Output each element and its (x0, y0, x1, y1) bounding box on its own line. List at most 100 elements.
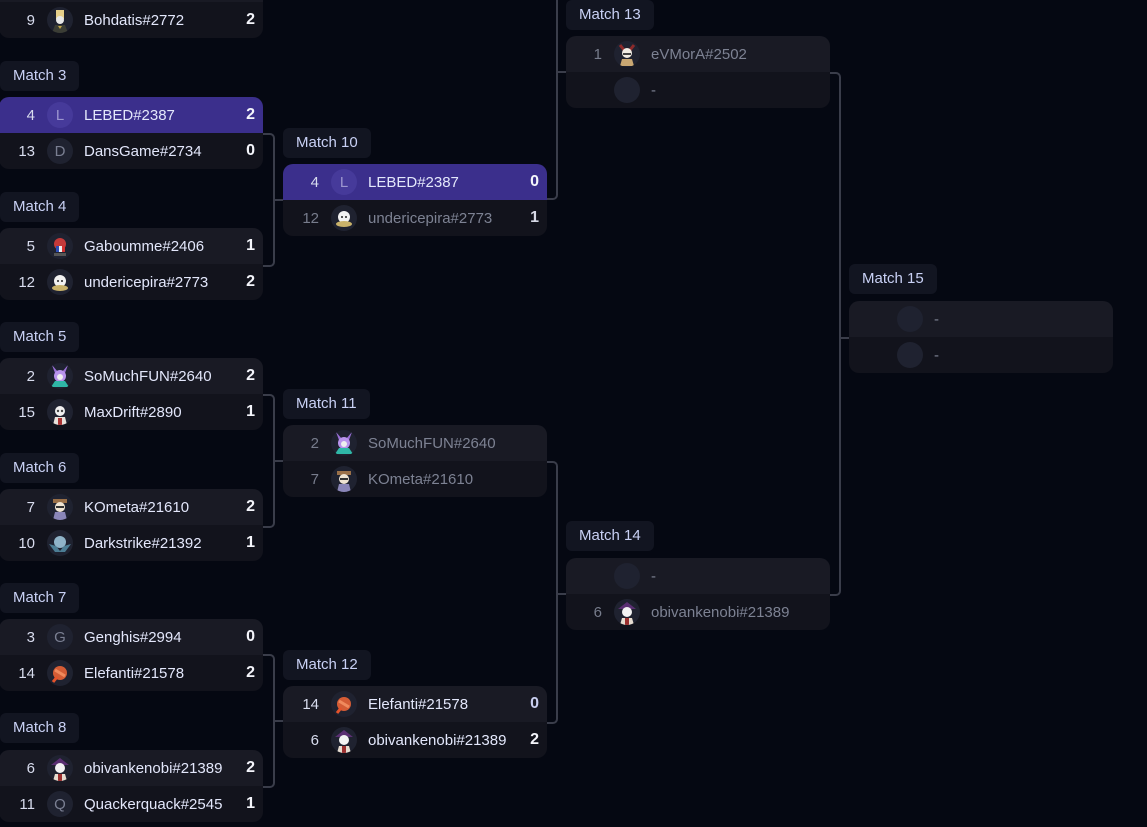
player-row-empty[interactable]: - (849, 301, 1113, 337)
match-card[interactable]: 3 G Genghis#2994 0 14 Elefanti#21578 2 (0, 619, 263, 691)
player-name: KOmeta#21610 (84, 498, 190, 516)
player-row[interactable]: 7 KOmeta#21610 (283, 461, 547, 497)
score: 2 (246, 11, 255, 28)
player-name: LEBED#2387 (368, 173, 459, 191)
match-card[interactable]: 5 Gaboumme#2406 1 12 undericepira#2773 2 (0, 228, 263, 300)
match-card-partial[interactable]: 9 Bohdatis#2772 2 (0, 0, 263, 38)
initial-avatar-icon: D (47, 138, 73, 164)
player-name: - (934, 310, 939, 328)
player-row[interactable]: 6 obivankenobi#21389 2 (283, 722, 547, 758)
player-row[interactable]: 14 Elefanti#21578 0 (283, 686, 547, 722)
player-name: obivankenobi#21389 (368, 731, 507, 749)
player-row[interactable]: 6 obivankenobi#21389 (566, 594, 830, 630)
player-name: obivankenobi#21389 (84, 759, 223, 777)
seed: 13 (18, 142, 35, 160)
score: 2 (246, 759, 255, 776)
player-row[interactable]: 10 Darkstrike#21392 1 (0, 525, 263, 561)
match-card[interactable]: 1 eVMorA#2502 - (566, 36, 830, 108)
obivankenobi-avatar-icon (331, 727, 357, 753)
score: 2 (246, 498, 255, 515)
seed: 6 (310, 731, 319, 749)
score: 1 (530, 209, 539, 226)
player-row[interactable]: 13 D DansGame#2734 0 (0, 133, 263, 169)
match-card[interactable]: - 6 obivankenobi#21389 (566, 558, 830, 630)
connector-to-m10 (273, 199, 283, 201)
player-row-winner[interactable]: 4 L LEBED#2387 2 (0, 97, 263, 133)
score: 0 (246, 628, 255, 645)
match-card[interactable]: 7 KOmeta#21610 2 10 Darkstrike#21392 1 (0, 489, 263, 561)
player-name: Bohdatis#2772 (84, 11, 185, 29)
match-card[interactable]: 2 SoMuchFUN#2640 2 15 MaxDrift#2890 1 (0, 358, 263, 430)
player-row-empty[interactable]: - (566, 558, 830, 594)
score: 0 (530, 695, 539, 712)
player-row[interactable]: 3 G Genghis#2994 0 (0, 619, 263, 655)
player-row[interactable]: 15 MaxDrift#2890 1 (0, 394, 263, 430)
match-card[interactable]: 2 SoMuchFUN#2640 7 KOmeta#21610 (283, 425, 547, 497)
match-card-final[interactable]: - - (849, 301, 1113, 373)
player-row[interactable]: 1 eVMorA#2502 (566, 36, 830, 72)
match-card[interactable]: 4 L LEBED#2387 2 13 D DansGame#2734 0 (0, 97, 263, 169)
seed: 9 (26, 11, 35, 29)
player-row-empty[interactable]: - (566, 72, 830, 108)
seed: 14 (302, 695, 319, 713)
connector-to-m13 (556, 71, 566, 73)
player-row[interactable]: 5 Gaboumme#2406 1 (0, 228, 263, 264)
player-row[interactable]: 7 KOmeta#21610 2 (0, 489, 263, 525)
player-row[interactable]: 14 Elefanti#21578 2 (0, 655, 263, 691)
player-row-winner[interactable]: 4 L LEBED#2387 0 (283, 164, 547, 200)
seed: 6 (593, 603, 602, 621)
player-row-empty[interactable]: - (849, 337, 1113, 373)
player-name: undericepira#2773 (84, 273, 209, 291)
match-label: Match 4 (0, 192, 80, 222)
match-label: Match 5 (0, 322, 80, 352)
match-label: Match 10 (283, 128, 371, 158)
connector-m11-m12 (546, 461, 558, 724)
connector-m9-m10 (546, 0, 558, 200)
initial-avatar-icon: L (47, 102, 73, 128)
match-card[interactable]: 14 Elefanti#21578 0 6 obivankenobi#21389… (283, 686, 547, 758)
player-row[interactable]: 2 SoMuchFUN#2640 2 (0, 358, 263, 394)
player-name: - (651, 81, 656, 99)
player-name: - (651, 567, 656, 585)
player-name: - (934, 346, 939, 364)
player-name: KOmeta#21610 (368, 470, 474, 488)
empty-avatar-icon (614, 77, 640, 103)
initial-avatar-icon: Q (47, 791, 73, 817)
evmora-avatar-icon (614, 41, 640, 67)
seed: 5 (26, 237, 35, 255)
player-name: Gaboumme#2406 (84, 237, 205, 255)
match-card[interactable]: 6 obivankenobi#21389 2 11 Q Quackerquack… (0, 750, 263, 822)
initial-avatar-icon: L (331, 169, 357, 195)
player-name: LEBED#2387 (84, 106, 175, 124)
undericepira-avatar-icon (47, 269, 73, 295)
elefanti-avatar-icon (47, 660, 73, 686)
bohdatis-avatar-icon (47, 7, 73, 33)
player-row[interactable] (0, 0, 263, 2)
player-row[interactable]: 6 obivankenobi#21389 2 (0, 750, 263, 786)
elefanti-avatar-icon (331, 691, 357, 717)
player-row[interactable]: 11 Q Quackerquack#2545 1 (0, 786, 263, 822)
seed: 7 (26, 498, 35, 516)
player-name: Elefanti#21578 (368, 695, 469, 713)
somuchfun-avatar-icon (331, 430, 357, 456)
obivankenobi-avatar-icon (47, 755, 73, 781)
player-name: obivankenobi#21389 (651, 603, 790, 621)
player-name: Quackerquack#2545 (84, 795, 223, 813)
score: 1 (246, 403, 255, 420)
player-name: DansGame#2734 (84, 142, 202, 160)
player-name: Elefanti#21578 (84, 664, 185, 682)
connector-to-m11 (273, 460, 283, 462)
player-name: Genghis#2994 (84, 628, 182, 646)
player-row[interactable]: 12 undericepira#2773 2 (0, 264, 263, 300)
player-row[interactable]: 2 SoMuchFUN#2640 (283, 425, 547, 461)
match-label: Match 15 (849, 264, 937, 294)
undericepira-avatar-icon (331, 205, 357, 231)
gaboumme-avatar-icon (47, 233, 73, 259)
maxdrift-avatar-icon (47, 399, 73, 425)
score: 1 (246, 534, 255, 551)
match-card[interactable]: 4 L LEBED#2387 0 12 undericepira#2773 1 (283, 164, 547, 236)
empty-avatar-icon (897, 342, 923, 368)
player-row[interactable]: 12 undericepira#2773 1 (283, 200, 547, 236)
empty-avatar-icon (614, 563, 640, 589)
player-row[interactable]: 9 Bohdatis#2772 2 (0, 2, 263, 38)
